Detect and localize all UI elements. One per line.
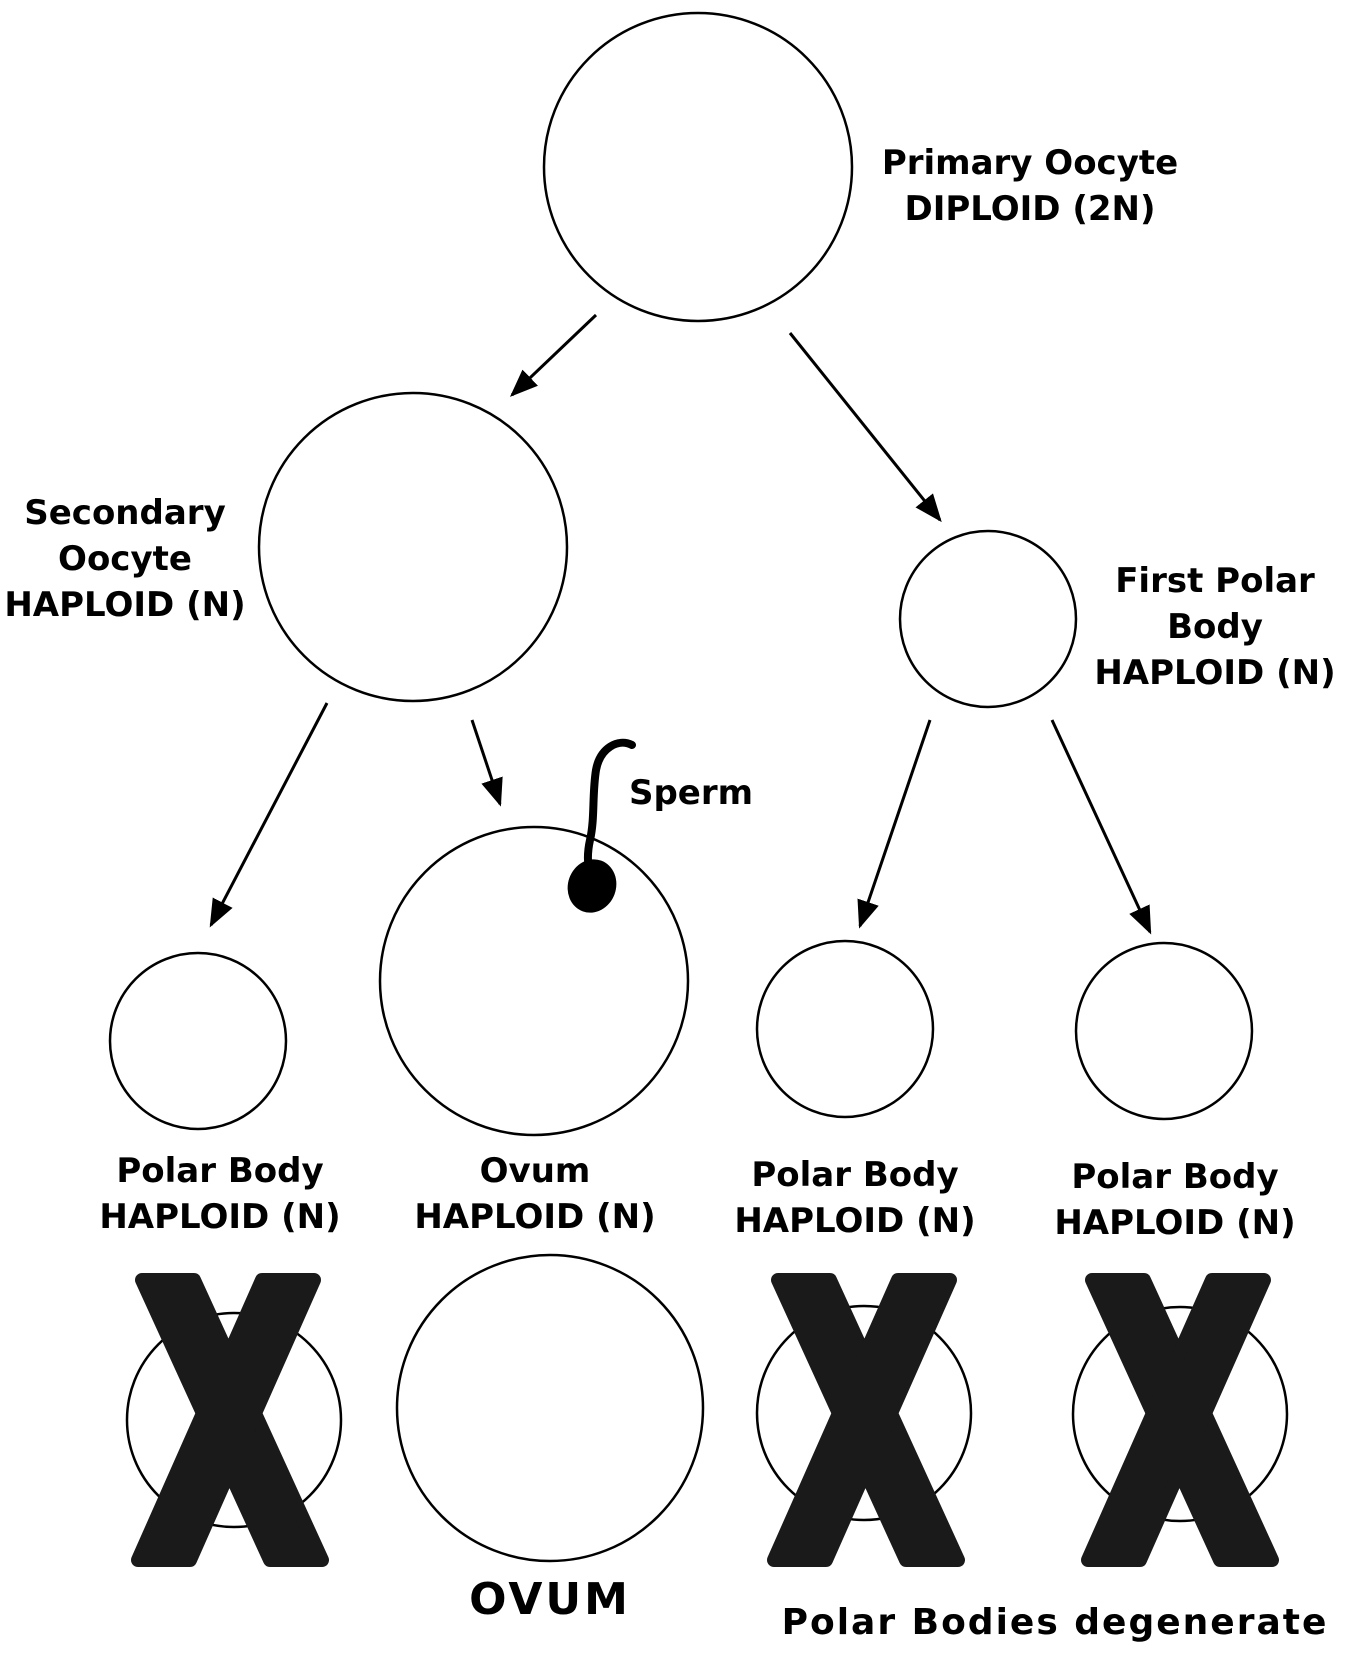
ovum-cell: [380, 827, 688, 1135]
polar-body-1-cell: [110, 953, 286, 1129]
secondary-oocyte-line1: Secondary: [0, 490, 250, 536]
primary-oocyte-name: Primary Oocyte: [870, 140, 1190, 186]
first-polar-body-ploidy: HAPLOID (N): [1090, 650, 1340, 696]
final-ovum-text: OVUM: [440, 1572, 660, 1628]
arrow-icon: [1052, 720, 1150, 932]
polar-body-3-ploidy: HAPLOID (N): [1050, 1200, 1300, 1246]
polar-body-2-label: Polar Body HAPLOID (N): [730, 1152, 980, 1244]
first-polar-body-cell: [900, 531, 1076, 707]
polar-body-1-name: Polar Body: [95, 1148, 345, 1194]
degenerate-note-text: Polar Bodies degenerate: [770, 1600, 1340, 1646]
x-mark-icon: [138, 1280, 322, 1560]
polar-body-2-ploidy: HAPLOID (N): [730, 1198, 980, 1244]
final-ovum-label: OVUM: [440, 1572, 660, 1628]
secondary-oocyte-ploidy: HAPLOID (N): [0, 582, 250, 628]
polar-body-2-name: Polar Body: [730, 1152, 980, 1198]
primary-oocyte-cell: [544, 13, 852, 321]
polar-body-1-label: Polar Body HAPLOID (N): [95, 1148, 345, 1240]
final-ovum-cell: [397, 1255, 703, 1561]
ovum-label: Ovum HAPLOID (N): [405, 1148, 665, 1240]
secondary-oocyte-label: Secondary Oocyte HAPLOID (N): [0, 490, 250, 628]
polar-body-3-label: Polar Body HAPLOID (N): [1050, 1154, 1300, 1246]
polar-bodies-degenerate-label: Polar Bodies degenerate: [770, 1600, 1340, 1646]
primary-oocyte-label: Primary Oocyte DIPLOID (2N): [870, 140, 1190, 232]
x-mark-icon: [1088, 1280, 1272, 1560]
first-polar-body-line2: Body: [1090, 604, 1340, 650]
arrow-icon: [472, 720, 500, 804]
polar-body-3-cell: [1076, 943, 1252, 1119]
polar-body-1-ploidy: HAPLOID (N): [95, 1194, 345, 1240]
ovum-name: Ovum: [405, 1148, 665, 1194]
first-polar-body-label: First Polar Body HAPLOID (N): [1090, 558, 1340, 696]
x-mark-icon: [774, 1280, 958, 1560]
secondary-oocyte-cell: [259, 393, 567, 701]
first-polar-body-line1: First Polar: [1090, 558, 1340, 604]
arrow-icon: [211, 703, 327, 925]
secondary-oocyte-line2: Oocyte: [0, 536, 250, 582]
primary-oocyte-ploidy: DIPLOID (2N): [870, 186, 1190, 232]
polar-body-3-name: Polar Body: [1050, 1154, 1300, 1200]
ovum-ploidy: HAPLOID (N): [405, 1194, 665, 1240]
sperm-text: Sperm: [626, 770, 756, 816]
arrow-icon: [790, 333, 940, 520]
sperm-label: Sperm: [626, 770, 756, 816]
arrow-icon: [512, 315, 596, 395]
arrow-icon: [860, 720, 930, 926]
polar-body-2-cell: [757, 941, 933, 1117]
